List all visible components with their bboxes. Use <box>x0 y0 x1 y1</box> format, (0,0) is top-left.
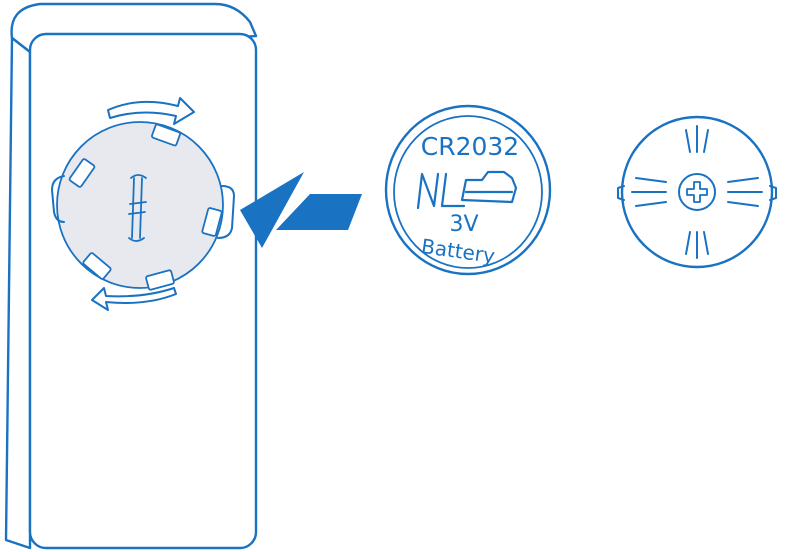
cr2032-battery: CR2032 3V Battery <box>386 106 550 274</box>
remote-side-face <box>6 38 30 548</box>
battery-model-text: CR2032 <box>421 132 519 161</box>
back-cover <box>618 117 776 267</box>
battery-voltage-text: 3V <box>449 212 478 237</box>
compartment-cover <box>57 122 223 288</box>
insert-arrow-icon <box>240 172 362 248</box>
